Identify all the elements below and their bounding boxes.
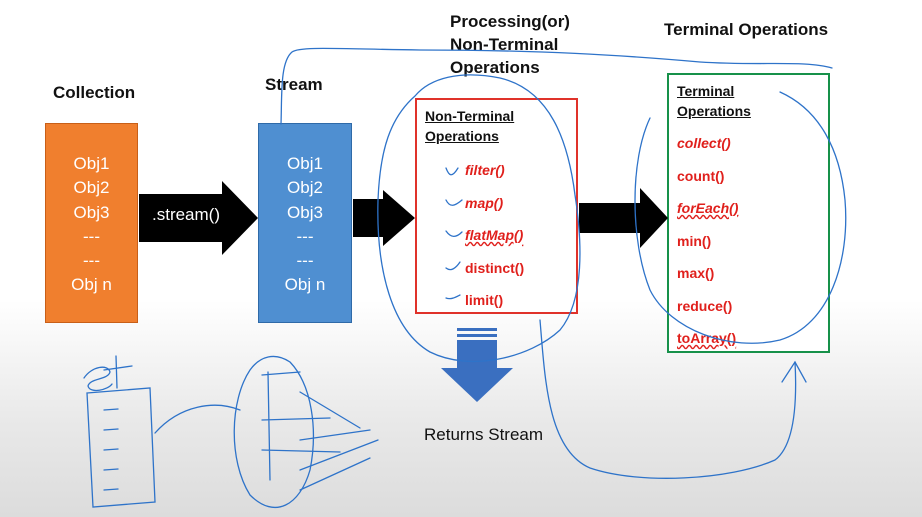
non-terminal-title-line-1: Non-Terminal	[425, 108, 515, 124]
stream-heading: Stream	[265, 75, 323, 94]
op-max: max()	[677, 265, 715, 281]
collection-item: Obj2	[73, 178, 110, 198]
terminal-ops: collect() count() forEach() min() max() …	[677, 133, 738, 361]
stream-item: Obj2	[287, 178, 323, 198]
pen-stream-inner	[261, 371, 341, 481]
collection-items: Obj1 Obj2 Obj3 --- --- Obj n	[46, 152, 137, 298]
collection-item: Obj3	[73, 202, 110, 222]
returns-stream-label: Returns Stream	[424, 425, 544, 444]
terminal-box: Terminal Operations collect() count() fo…	[667, 73, 830, 353]
stream-item: ---	[296, 251, 314, 271]
pen-doc-line	[103, 408, 119, 411]
pen-annotations	[83, 47, 847, 509]
pen-check-filter	[445, 167, 459, 176]
processing-arrow	[353, 190, 415, 246]
pen-return-arrowhead	[781, 360, 807, 383]
op-limit: limit()	[465, 292, 504, 308]
pen-doc-line	[103, 448, 119, 451]
op-foreach: forEach()	[677, 200, 739, 216]
terminal-title-line-1: Terminal	[677, 83, 735, 99]
non-terminal-box-title: Non-Terminal Operations	[425, 106, 514, 146]
collection-item: ---	[83, 226, 100, 246]
pen-check-flatmap	[445, 230, 463, 238]
op-flatmap: flatMap()	[465, 227, 524, 243]
processing-heading: Processing(or) Non-Terminal Operations	[450, 10, 570, 79]
non-terminal-title-line-2: Operations	[425, 128, 499, 144]
collection-item: ---	[83, 251, 100, 271]
pen-doc-line	[103, 468, 119, 471]
collection-item: Obj n	[71, 275, 112, 295]
stream-method-label: .stream()	[152, 205, 220, 224]
processing-heading-line-1: Processing(or)	[450, 12, 570, 31]
terminal-arrow	[579, 188, 668, 248]
pen-check-map	[445, 199, 463, 206]
pen-stream-fan	[299, 391, 379, 491]
pen-connector	[154, 404, 241, 434]
op-map: map()	[465, 194, 504, 211]
stream-box: Obj1 Obj2 Obj3 --- --- Obj n	[258, 123, 352, 323]
pen-loop-top	[280, 47, 833, 125]
stream-item: Obj3	[287, 202, 323, 222]
pen-mark-t	[103, 355, 133, 389]
stream-item: Obj n	[284, 275, 326, 295]
pen-circle-terminal	[634, 91, 847, 344]
stream-items: Obj1 Obj2 Obj3 --- --- Obj n	[259, 152, 351, 298]
op-count: count()	[677, 167, 725, 184]
pen-doc-outline	[86, 387, 156, 508]
op-collect: collect()	[677, 135, 731, 151]
processing-heading-line-2: Non-Terminal	[450, 35, 559, 54]
op-filter: filter()	[465, 162, 505, 178]
stream-item: Obj1	[287, 154, 323, 173]
collection-heading: Collection	[53, 83, 136, 102]
processing-heading-line-3: Operations	[450, 58, 540, 77]
pen-mark-st	[83, 366, 113, 392]
op-distinct: distinct()	[465, 259, 525, 276]
returns-stream-arrow	[441, 328, 513, 402]
non-terminal-box: Non-Terminal Operations filter() map() f…	[415, 98, 578, 314]
pen-check-distinct	[445, 261, 461, 271]
collection-box: Obj1 Obj2 Obj3 --- --- Obj n	[45, 123, 138, 323]
stream-arrow	[139, 181, 258, 255]
pen-stream-sketch	[233, 355, 315, 509]
pen-doc-line	[103, 488, 119, 491]
op-toarray: toArray()	[677, 330, 737, 346]
stream-item: ---	[296, 226, 314, 246]
pen-circle-processing	[377, 74, 581, 363]
terminal-title-line-2: Operations	[677, 103, 751, 119]
op-reduce: reduce()	[677, 297, 733, 314]
terminal-box-title: Terminal Operations	[677, 81, 751, 121]
pen-doc-line	[103, 428, 119, 431]
terminal-heading: Terminal Operations	[664, 20, 829, 39]
non-terminal-ops: filter() map() flatMap() distinct() limi…	[465, 160, 524, 323]
op-min: min()	[677, 232, 712, 249]
pen-return-loop	[539, 319, 797, 479]
collection-item: Obj1	[73, 154, 110, 173]
pen-check-limit	[445, 294, 461, 300]
